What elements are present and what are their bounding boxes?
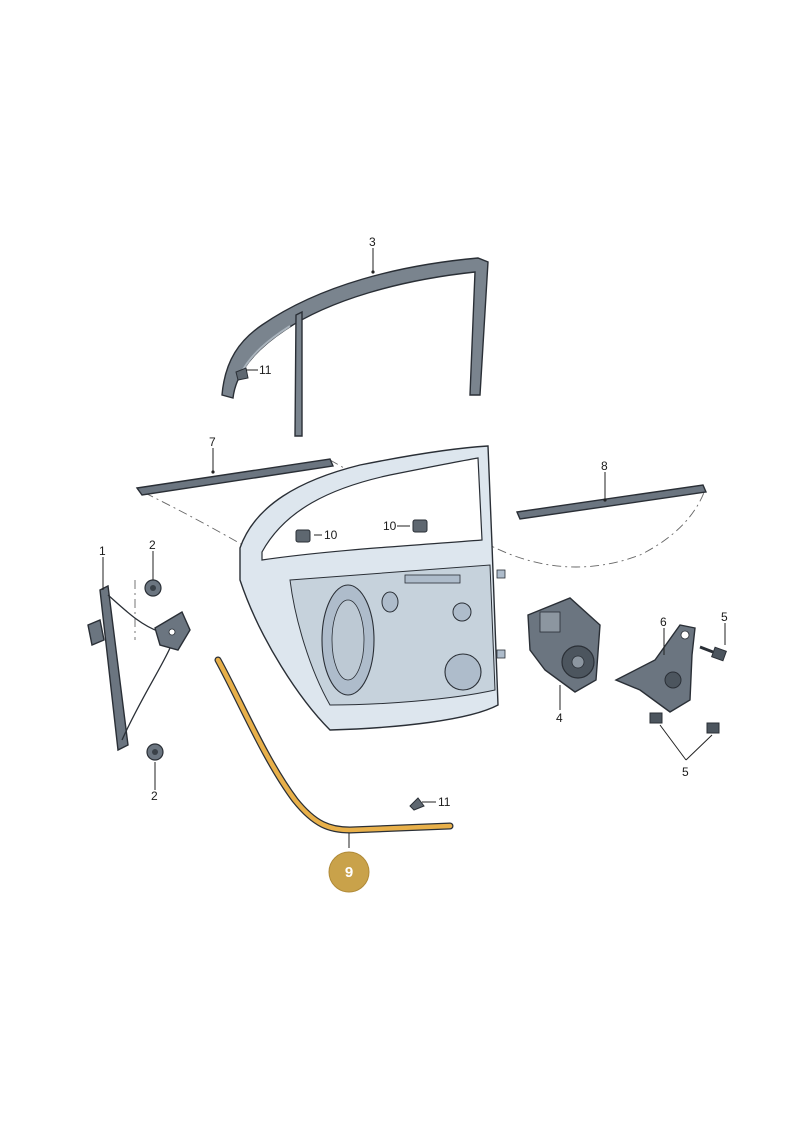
label-clip-right: 10 [383, 519, 397, 533]
door-seal[interactable] [214, 656, 454, 834]
label-nut-bottom: 2 [151, 789, 158, 803]
label-bolt-bottom: 5 [682, 765, 689, 779]
label-bolt-top: 5 [721, 610, 728, 624]
door-seal-badge[interactable]: 9 [328, 851, 370, 893]
door-shell[interactable] [239, 445, 506, 731]
label-clip-channel: 11 [259, 363, 272, 377]
label-window-regulator: 1 [99, 544, 106, 558]
bolt-bottom-right[interactable] [706, 722, 720, 734]
clip-left[interactable] [295, 529, 311, 543]
label-motor: 4 [556, 711, 563, 725]
label-window-channel: 3 [369, 235, 376, 249]
label-nut-top: 2 [149, 538, 156, 552]
window-regulator[interactable] [87, 584, 191, 752]
label-bracket: 6 [660, 615, 667, 629]
clip-bottom[interactable] [409, 797, 425, 811]
label-outer-strip: 8 [601, 459, 608, 473]
label-door-seal: 9 [345, 864, 353, 881]
label-clip-left: 10 [324, 528, 338, 542]
clip-right[interactable] [412, 519, 428, 533]
nut-bottom[interactable] [146, 743, 164, 761]
inner-weatherstrip[interactable] [135, 458, 334, 496]
nut-top[interactable] [144, 579, 162, 597]
leader-lines [102, 248, 726, 848]
window-channel[interactable] [221, 257, 489, 437]
label-clip-bottom: 11 [438, 795, 451, 809]
window-motor[interactable] [527, 597, 601, 693]
bolt-top[interactable] [699, 645, 727, 662]
clip-channel[interactable] [235, 367, 249, 381]
label-inner-strip: 7 [209, 435, 216, 449]
regulator-bracket[interactable] [614, 624, 696, 713]
bolt-bottom-left[interactable] [649, 712, 663, 724]
outer-weatherstrip[interactable] [515, 484, 708, 520]
